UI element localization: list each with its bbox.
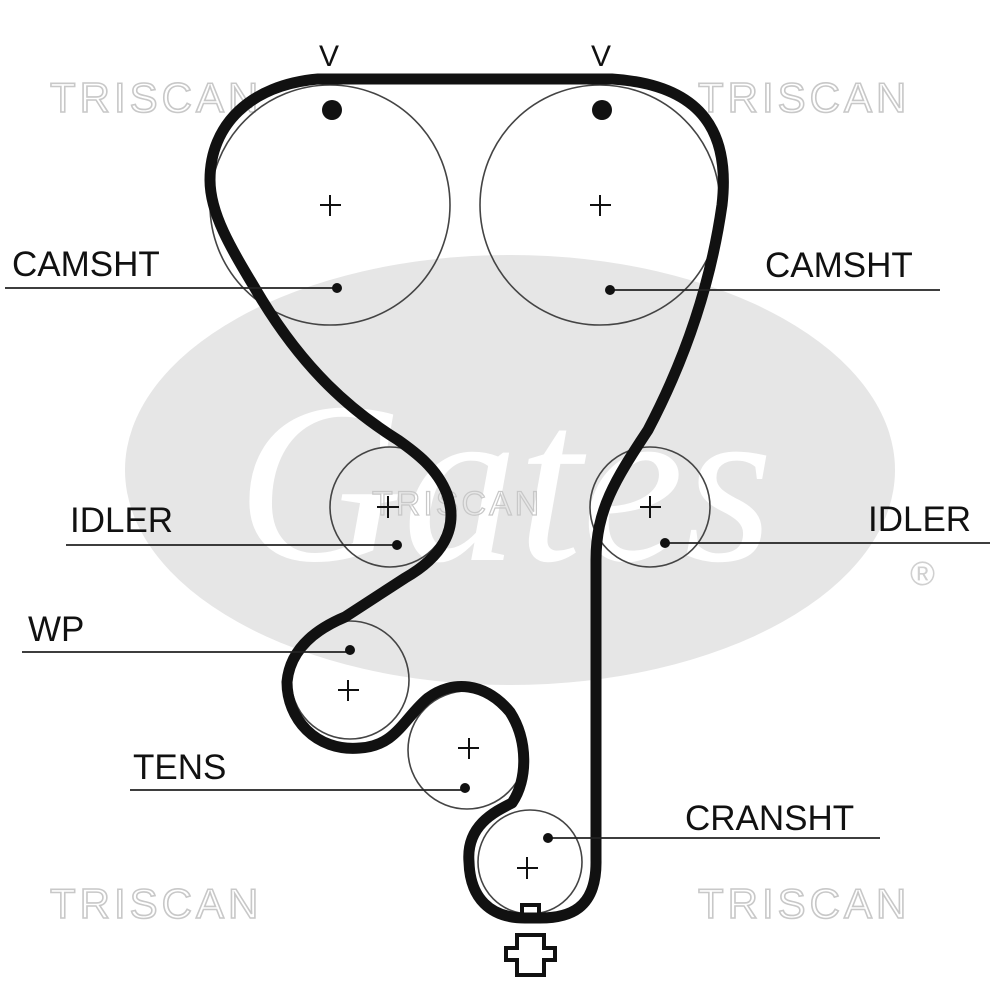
crankshaft-pulley xyxy=(477,809,583,915)
triscan-watermark-top-left: TRISCAN xyxy=(50,74,262,121)
gates-logo-text: Gates xyxy=(237,355,774,610)
timing-dot-left xyxy=(322,100,342,120)
label-camshaft-left: CAMSHT xyxy=(12,245,160,284)
label-water-pump: WP xyxy=(28,610,84,649)
crankshaft-timing-notch xyxy=(520,903,541,920)
pulley-centre-marks xyxy=(320,195,661,879)
triscan-watermark-center: TRISCAN xyxy=(372,485,542,523)
label-idler-left: IDLER xyxy=(70,501,173,540)
timing-mark-left: V xyxy=(319,40,339,73)
label-crankshaft: CRANSHT xyxy=(685,799,854,838)
triscan-watermark-top-right: TRISCAN xyxy=(698,74,910,121)
leader-lines xyxy=(5,283,990,843)
timing-belt xyxy=(204,73,729,924)
label-idler-right: IDLER xyxy=(868,500,971,539)
triscan-watermark-bottom-right: TRISCAN xyxy=(698,880,910,927)
triscan-watermark-bottom-left: TRISCAN xyxy=(50,880,262,927)
registered-mark: ® xyxy=(910,555,935,593)
label-tensioner: TENS xyxy=(133,748,226,787)
crankshaft-key-icon xyxy=(504,933,557,977)
idler-right-pulley xyxy=(589,446,711,568)
gates-logo-watermark: Gates ® xyxy=(125,255,935,685)
label-camshaft-right: CAMSHT xyxy=(765,246,913,285)
timing-mark-right: V xyxy=(591,40,611,73)
timing-dot-right xyxy=(592,100,612,120)
